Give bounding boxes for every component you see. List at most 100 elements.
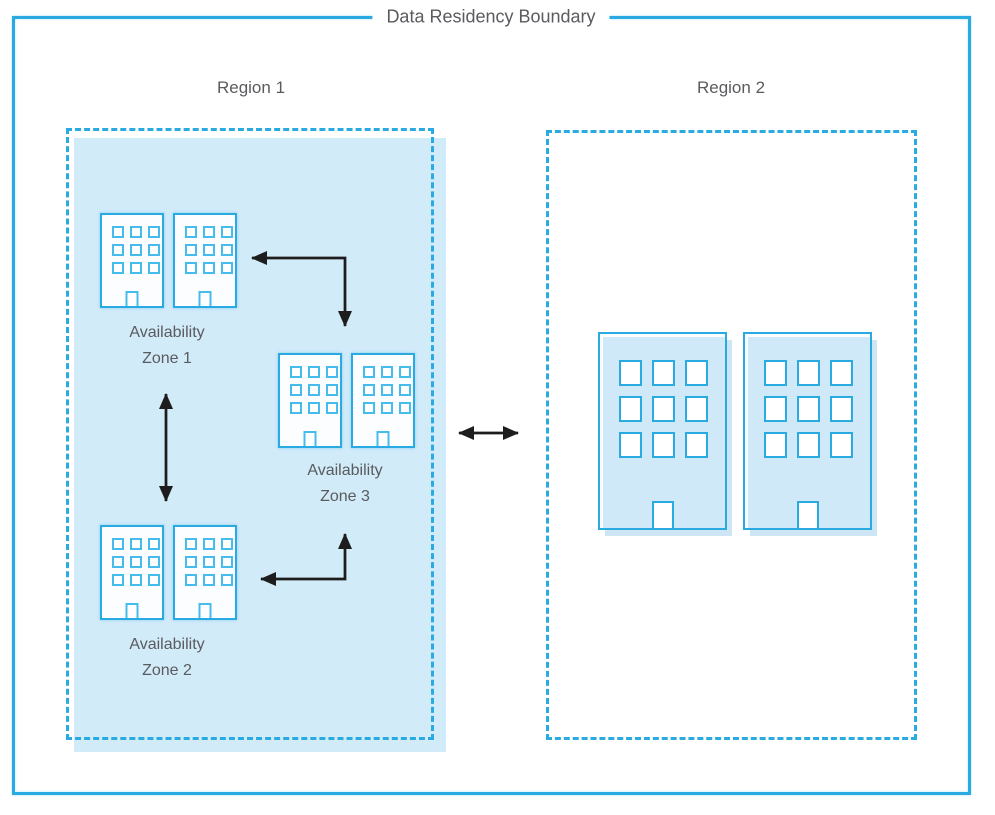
building-windows	[600, 334, 725, 458]
building-window	[290, 384, 302, 396]
region1-label: Region 1	[216, 78, 286, 97]
building-window	[221, 244, 233, 256]
building-door	[125, 603, 139, 618]
building-window	[652, 432, 675, 458]
az3-buildings	[278, 353, 415, 448]
building-window	[326, 402, 338, 414]
building-icon	[173, 213, 237, 308]
building-icon	[351, 353, 415, 448]
building-window	[830, 360, 853, 386]
building-door	[198, 291, 212, 306]
building-window	[652, 396, 675, 422]
region2-label: Region 2	[696, 78, 766, 97]
building-window	[203, 538, 215, 550]
region1-boundary	[66, 128, 434, 740]
building-window	[619, 432, 642, 458]
az1-label: Availability Zone 1	[129, 324, 205, 367]
building-window	[185, 262, 197, 274]
building-window	[399, 402, 411, 414]
building-window	[381, 384, 393, 396]
building-window	[308, 402, 320, 414]
building-icon	[278, 353, 342, 448]
building-windows	[175, 215, 235, 274]
building-window	[685, 432, 708, 458]
building-window	[130, 226, 142, 238]
building-door	[376, 431, 390, 446]
building-window	[203, 262, 215, 274]
building-window	[148, 244, 160, 256]
building-window	[185, 538, 197, 550]
building-window	[112, 538, 124, 550]
building-window	[830, 432, 853, 458]
building-windows	[102, 215, 162, 274]
building-window	[130, 574, 142, 586]
building-window	[685, 360, 708, 386]
building-window	[203, 574, 215, 586]
building-windows	[175, 527, 235, 586]
building-window	[148, 226, 160, 238]
building-door	[303, 431, 317, 446]
building-icon	[100, 213, 164, 308]
building-icon	[173, 525, 237, 620]
building-window	[221, 262, 233, 274]
building-door	[796, 501, 819, 528]
building-window	[112, 244, 124, 256]
building-window	[764, 432, 787, 458]
building-windows	[353, 355, 413, 414]
region2-boundary	[546, 130, 917, 740]
building-window	[130, 556, 142, 568]
building-window	[185, 244, 197, 256]
building-window	[363, 402, 375, 414]
building-window	[130, 244, 142, 256]
building-door	[651, 501, 674, 528]
building-window	[308, 366, 320, 378]
building-window	[148, 574, 160, 586]
building-window	[221, 226, 233, 238]
building-window	[112, 262, 124, 274]
building-window	[148, 262, 160, 274]
building-window	[112, 556, 124, 568]
building-window	[685, 396, 708, 422]
building-window	[764, 360, 787, 386]
building-window	[290, 366, 302, 378]
building-window	[652, 360, 675, 386]
building-window	[203, 244, 215, 256]
az2-buildings	[100, 525, 237, 620]
building-window	[797, 432, 820, 458]
building-window	[148, 556, 160, 568]
building-icon	[598, 332, 727, 530]
building-icon	[743, 332, 872, 530]
building-window	[830, 396, 853, 422]
building-window	[112, 574, 124, 586]
building-window	[221, 538, 233, 550]
building-window	[399, 366, 411, 378]
az2-label: Availability Zone 2	[129, 636, 205, 679]
building-window	[130, 262, 142, 274]
building-window	[290, 402, 302, 414]
building-window	[203, 556, 215, 568]
building-window	[185, 556, 197, 568]
building-windows	[102, 527, 162, 586]
building-icon	[100, 525, 164, 620]
az1-buildings	[100, 213, 237, 308]
building-window	[185, 574, 197, 586]
building-window	[381, 366, 393, 378]
building-window	[619, 396, 642, 422]
building-window	[363, 384, 375, 396]
building-window	[399, 384, 411, 396]
building-window	[148, 538, 160, 550]
building-window	[797, 396, 820, 422]
building-window	[112, 226, 124, 238]
building-window	[221, 574, 233, 586]
building-window	[326, 366, 338, 378]
building-window	[185, 226, 197, 238]
building-window	[797, 360, 820, 386]
building-window	[363, 366, 375, 378]
building-window	[381, 402, 393, 414]
building-window	[326, 384, 338, 396]
building-door	[125, 291, 139, 306]
building-door	[198, 603, 212, 618]
building-window	[221, 556, 233, 568]
az3-label: Availability Zone 3	[307, 462, 383, 505]
